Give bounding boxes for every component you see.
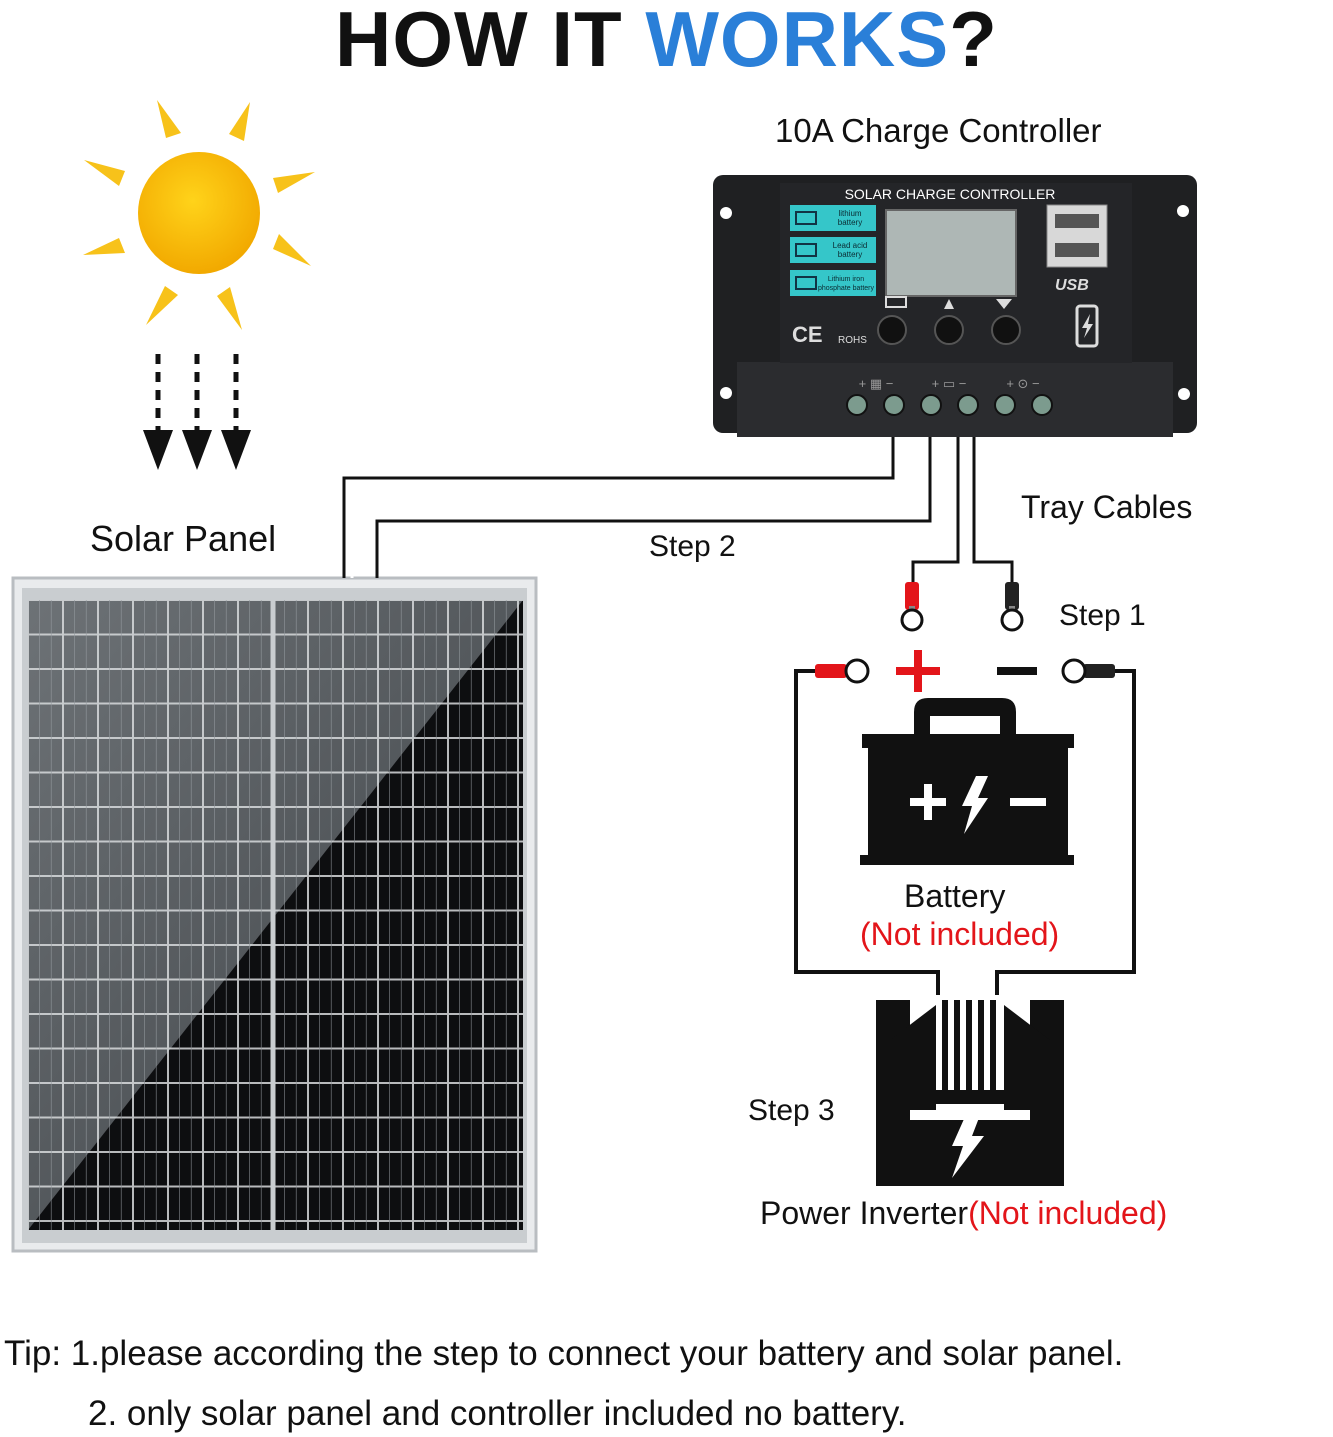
inverter-wires	[794, 669, 1136, 995]
tip-line-1: Tip: 1.please according the step to conn…	[4, 1334, 1124, 1373]
battery-type-3-line1: Lithium iron	[828, 276, 864, 283]
terminal-label-battery: + ▭ −	[932, 376, 967, 391]
page-title: HOW IT WORKS?	[0, 0, 1333, 85]
step1-label: Step 1	[1059, 599, 1146, 632]
battery-type-2-line2: battery	[838, 250, 862, 259]
inverter-label: Power Inverter(Not included)	[760, 1195, 1168, 1231]
battery-lead-negative	[1061, 658, 1115, 684]
solar-wires	[342, 435, 932, 578]
rohs-mark: ROHS	[838, 335, 867, 346]
battery-icon	[860, 698, 1074, 865]
inverter-not-included: (Not included)	[968, 1195, 1168, 1231]
terminal-label-load: + ⊙ −	[1006, 376, 1039, 391]
battery-type-3-line2: phosphate battery	[818, 285, 875, 292]
polarity-minus-sign	[997, 667, 1037, 675]
step3-label: Step 3	[748, 1094, 835, 1127]
solar-panel-image	[11, 576, 538, 1253]
tip-line-2: 2. only solar panel and controller inclu…	[88, 1394, 907, 1433]
tray-cables-label: Tray Cables	[1021, 489, 1193, 525]
usb-label: USB	[1055, 277, 1089, 294]
terminal-screws	[846, 394, 1053, 416]
ce-mark: CE	[792, 322, 823, 347]
battery-type-1-line1: lithium	[838, 209, 861, 218]
ring-terminal-negative	[1000, 582, 1024, 632]
arrow-heads	[143, 430, 251, 470]
battery-type-1-line2: battery	[838, 218, 862, 227]
terminal-label-solar: + ▦ −	[859, 376, 894, 391]
controller-header-text: SOLAR CHARGE CONTROLLER	[845, 186, 1056, 202]
title-highlight: WORKS	[645, 0, 950, 83]
battery-not-included: (Not included)	[860, 916, 1060, 952]
battery-lead-positive	[815, 658, 870, 684]
battery-label: Battery	[904, 878, 1006, 914]
ring-terminal-positive	[900, 582, 924, 632]
step2-label: Step 2	[649, 530, 736, 563]
solar-panel-label: Solar Panel	[90, 518, 277, 559]
controller-label: 10A Charge Controller	[775, 112, 1102, 149]
charge-controller-device: SOLAR CHARGE CONTROLLER lithium battery …	[713, 175, 1197, 437]
down-arrows-icon	[155, 354, 239, 435]
tray-cables	[911, 435, 1014, 585]
polarity-plus-sign	[896, 650, 940, 692]
sun-icon	[83, 100, 315, 330]
power-inverter-icon	[876, 1000, 1064, 1186]
battery-type-2-line1: Lead acid	[833, 241, 868, 250]
